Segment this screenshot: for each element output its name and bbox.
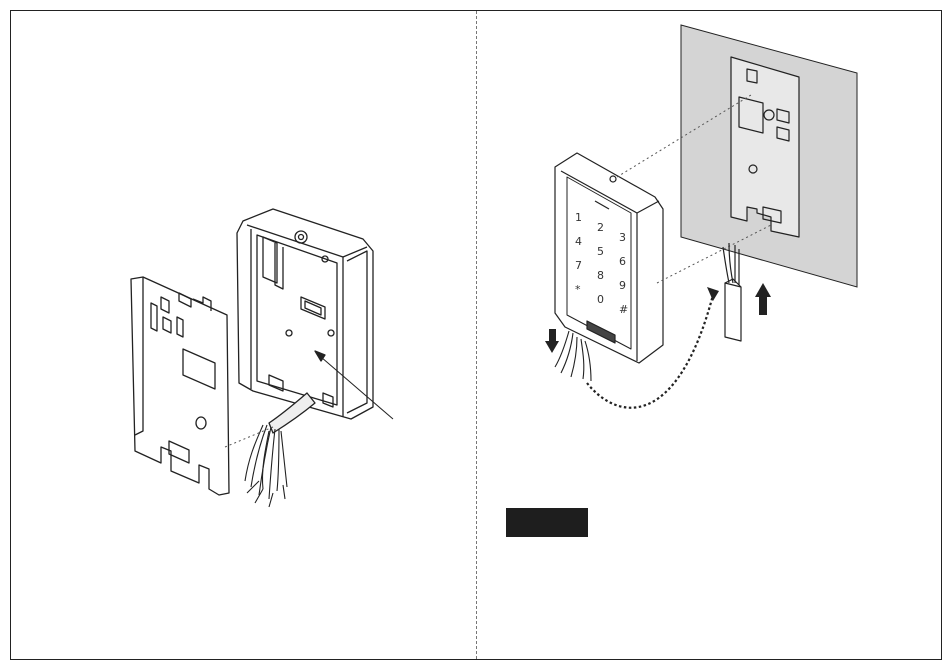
keypad-key-0: 0 xyxy=(597,293,604,306)
up-arrow xyxy=(755,283,771,315)
wall-cable-conduit xyxy=(723,243,741,341)
wall-mount-plate xyxy=(731,57,799,237)
down-arrow xyxy=(545,329,559,353)
keypad-key-8: 8 xyxy=(597,269,604,282)
wall-mounting-diagram: 1 2 3 4 5 6 7 8 9 * 0 # xyxy=(477,11,943,661)
keypad-key-4: 4 xyxy=(575,235,582,248)
keypad-key-#: # xyxy=(619,303,628,316)
exploded-mounting-diagram xyxy=(11,11,476,661)
device-wires xyxy=(555,331,591,381)
keypad-key-1: 1 xyxy=(575,211,582,224)
left-panel-illustration xyxy=(11,11,476,659)
keypad-key-2: 2 xyxy=(597,221,604,234)
keypad-key-5: 5 xyxy=(597,245,604,258)
wire-bundle xyxy=(245,425,287,507)
keypad-key-6: 6 xyxy=(619,255,626,268)
keypad-key-7: 7 xyxy=(575,259,582,272)
keypad-key-9: 9 xyxy=(619,279,626,292)
keypad-key-3: 3 xyxy=(619,231,626,244)
back-plate xyxy=(131,277,229,495)
keypad-device xyxy=(555,153,663,363)
keypad-key-*: * xyxy=(575,283,581,296)
manual-page: 1 2 3 4 5 6 7 8 9 * 0 # xyxy=(10,10,942,660)
housing-shell xyxy=(237,209,373,419)
note-badge xyxy=(506,508,588,537)
right-panel-illustration: 1 2 3 4 5 6 7 8 9 * 0 # xyxy=(477,11,943,659)
